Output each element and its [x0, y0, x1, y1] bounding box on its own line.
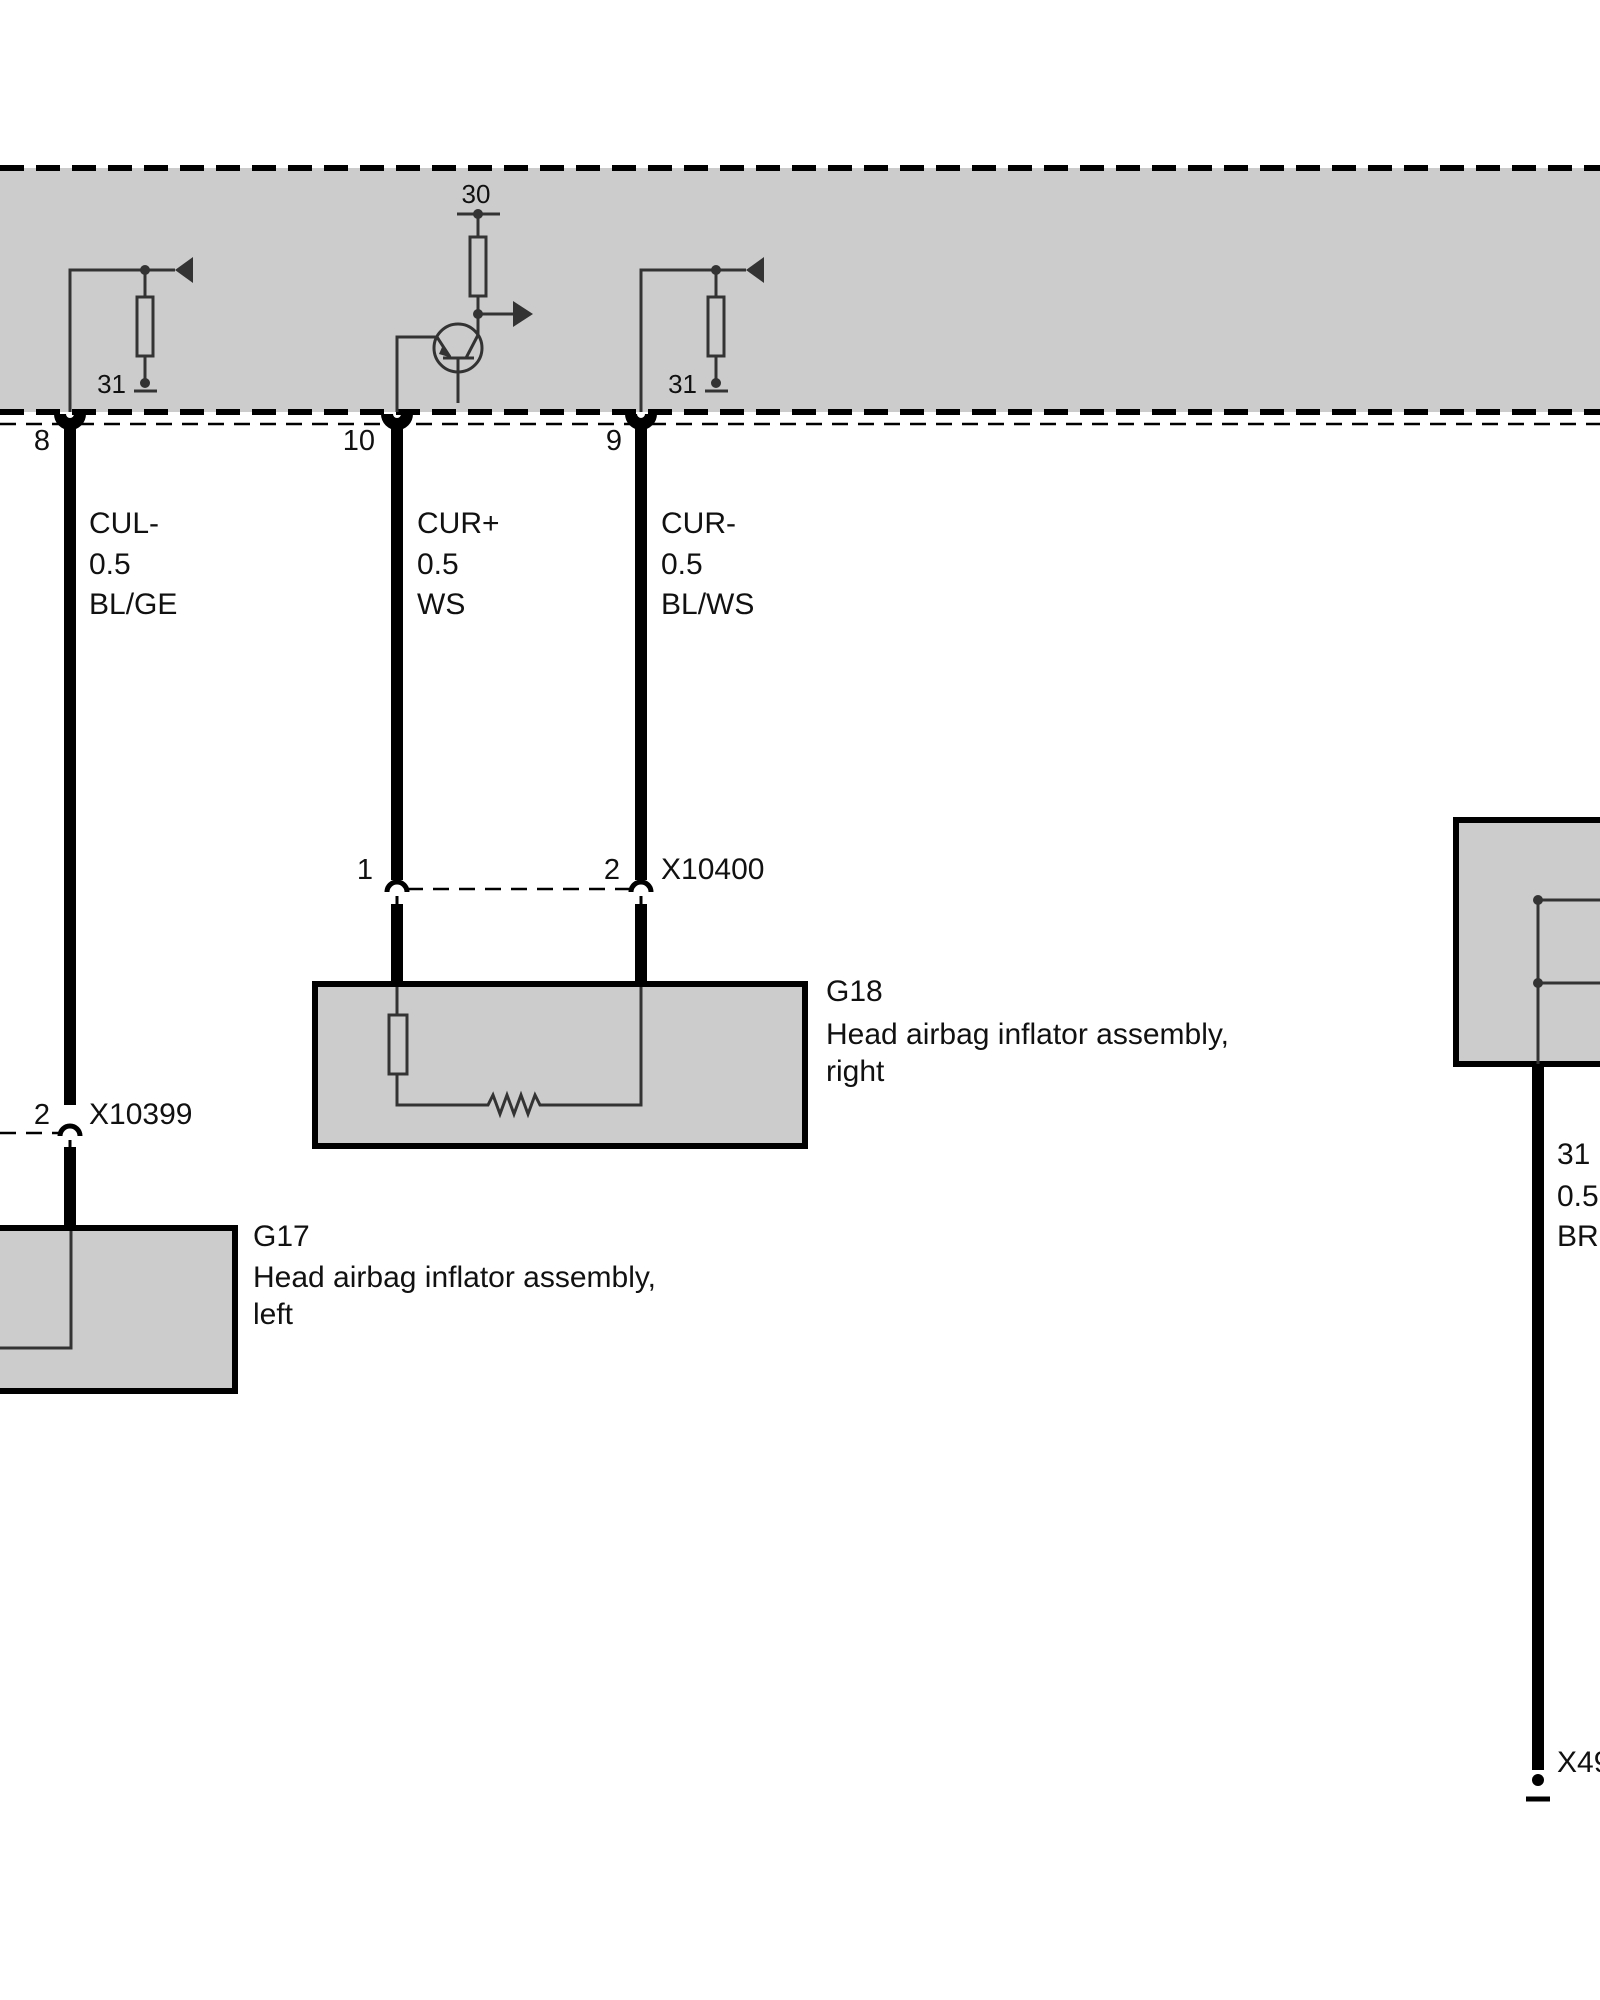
connector-x10399[interactable]: 2 X10399	[0, 1098, 192, 1228]
component-g18[interactable]: G18 Head airbag inflator assembly, right	[312, 975, 1229, 1149]
component-id: G18	[826, 975, 883, 1008]
connector-name: X10400	[661, 853, 764, 886]
ground-label: 31	[668, 369, 697, 399]
input-arrow-icon	[175, 257, 193, 283]
wire-cur-minus[interactable]: CUR- 0.5 BL/WS	[635, 426, 754, 880]
component-g17[interactable]: G17 Head airbag inflator assembly, left	[0, 1220, 656, 1394]
wire-color: BL/WS	[661, 588, 754, 621]
pin-2-label: 2	[34, 1099, 50, 1131]
component-description: right	[826, 1055, 885, 1088]
right-sense-circuit: 31	[639, 257, 764, 412]
ground-point-name: X49	[1557, 1746, 1600, 1779]
wire-gauge: 0.5	[1557, 1180, 1599, 1213]
pin-9-label: 9	[606, 425, 622, 457]
component-right-partial[interactable]	[1453, 817, 1600, 1067]
supply-label: 30	[462, 179, 491, 209]
wire-gauge: 0.5	[417, 548, 459, 581]
wire-color: BR	[1557, 1220, 1599, 1253]
module-pins: 8 10 9	[34, 413, 657, 457]
control-module: 31 30	[0, 165, 1600, 457]
wire-color: WS	[417, 588, 465, 621]
wire-gauge: 0.5	[89, 548, 131, 581]
output-arrow-icon	[513, 301, 533, 327]
driver-circuit: 30	[395, 179, 533, 412]
pin-8-label: 8	[34, 425, 50, 457]
connector-name: X10399	[89, 1098, 192, 1131]
wire-signal: CUR+	[417, 507, 500, 540]
component-id: G17	[253, 1220, 310, 1253]
wire-cul-minus[interactable]: CUL- 0.5 BL/GE	[64, 426, 177, 1105]
input-arrow-icon	[746, 257, 764, 283]
component-description: left	[253, 1298, 294, 1331]
wire-signal: CUL-	[89, 507, 159, 540]
wire-signal: CUR-	[661, 507, 736, 540]
module-body	[0, 168, 1600, 412]
wire-31-ground[interactable]: 31 0.5 BR	[1532, 1064, 1599, 1770]
pin-2-label: 2	[604, 854, 620, 886]
wire-gauge: 0.5	[661, 548, 703, 581]
heating-element-icon	[395, 987, 643, 1119]
connector-x10400[interactable]: 1 2 X10400	[357, 853, 765, 984]
left-sense-circuit: 31	[68, 257, 193, 412]
wire-color: BL/GE	[89, 588, 177, 621]
pin-10-label: 10	[343, 425, 375, 457]
component-description: Head airbag inflator assembly,	[826, 1018, 1229, 1051]
ground-label: 31	[97, 369, 126, 399]
wire-signal: 31	[1557, 1138, 1590, 1171]
wire-cur-plus[interactable]: CUR+ 0.5 WS	[391, 426, 500, 880]
component-description: Head airbag inflator assembly,	[253, 1261, 656, 1294]
ground-point-x49[interactable]: X49	[1526, 1746, 1600, 1802]
pin-1-label: 1	[357, 854, 373, 886]
